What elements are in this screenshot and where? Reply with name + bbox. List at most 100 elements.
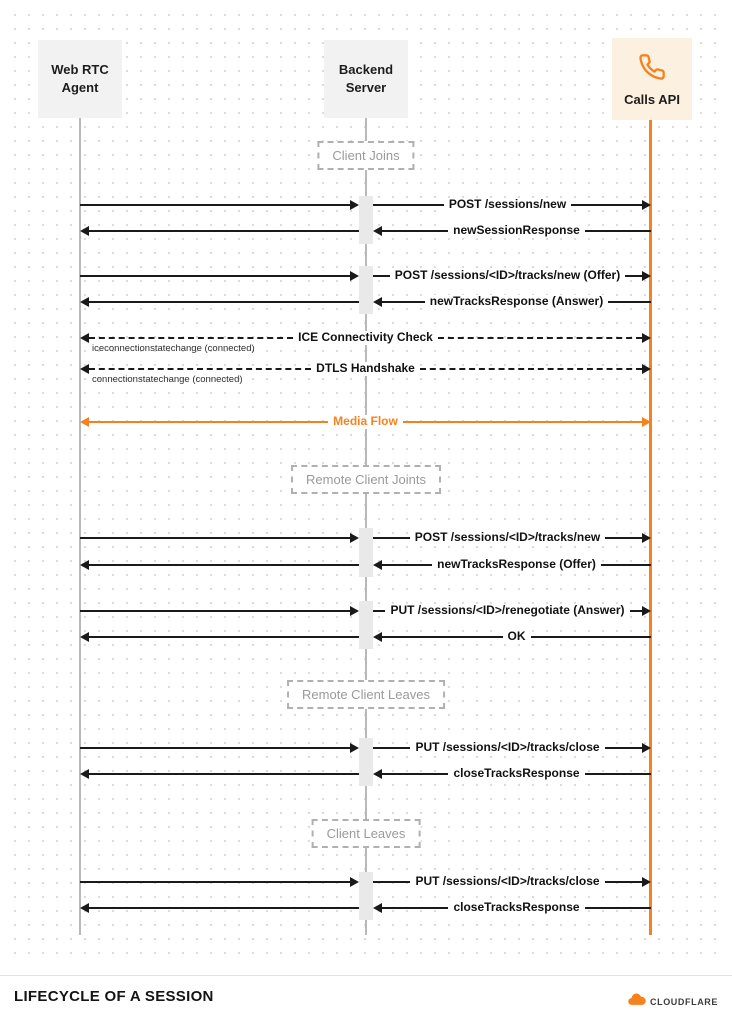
activation-bar xyxy=(359,528,373,577)
arrowhead-left-icon xyxy=(80,417,89,427)
arrow-line xyxy=(80,881,350,883)
cloudflare-logo: CLOUDFLARE xyxy=(626,993,718,1011)
arrow-segment-media: Media Flow xyxy=(80,413,652,431)
lifeline-webrtc-agent xyxy=(79,118,81,935)
actor-label: Calls API xyxy=(624,92,680,107)
arrow-line xyxy=(625,275,643,277)
message-note: connectionstatechange (connected) xyxy=(92,374,243,385)
arrow-line xyxy=(89,564,359,566)
arrow-line xyxy=(382,230,449,232)
arrowhead-right-icon xyxy=(350,606,359,616)
arrow-segment: closeTracksResponse xyxy=(373,899,652,917)
arrow-line xyxy=(80,537,350,539)
phase-client-leaves: Client Leaves xyxy=(311,819,421,848)
message-label: POST /sessions/<ID>/tracks/new xyxy=(409,531,606,545)
actor-webrtc-agent: Web RTC Agent xyxy=(38,40,122,118)
phase-remote-client-joints: Remote Client Joints xyxy=(291,465,441,494)
arrow-line xyxy=(419,368,643,370)
arrow-segment xyxy=(80,556,359,574)
message-label: newSessionResponse xyxy=(448,224,585,238)
arrowhead-left-icon xyxy=(80,364,89,374)
arrowhead-right-icon xyxy=(642,877,652,887)
arrow-line xyxy=(629,610,643,612)
arrow-line xyxy=(373,610,386,612)
activation-bar xyxy=(359,266,373,314)
cloudflare-wordmark: CLOUDFLARE xyxy=(650,997,718,1007)
arrow-line xyxy=(600,564,651,566)
arrowhead-left-icon xyxy=(373,632,382,642)
activation-bar xyxy=(359,601,373,649)
arrowhead-left-icon xyxy=(373,560,382,570)
footer-divider xyxy=(0,975,732,976)
arrow-line xyxy=(373,275,390,277)
arrow-line xyxy=(89,636,359,638)
activation-bar xyxy=(359,872,373,920)
arrow-line xyxy=(89,368,312,370)
arrow-segment: newTracksResponse (Offer) xyxy=(373,556,651,574)
activation-bar xyxy=(359,738,373,786)
message-label: POST /sessions/new xyxy=(443,198,572,212)
lifeline-backend-server xyxy=(365,118,367,935)
arrowhead-right-icon xyxy=(350,200,359,210)
arrow-segment xyxy=(80,293,359,311)
arrow-line xyxy=(382,907,449,909)
arrow-line xyxy=(584,773,652,775)
arrow-segment xyxy=(80,899,359,917)
arrowhead-right-icon xyxy=(642,533,652,543)
arrow-segment: DTLS Handshake xyxy=(80,360,652,378)
arrow-segment: newTracksResponse (Answer) xyxy=(373,293,651,311)
arrow-segment xyxy=(80,602,359,620)
arrow-line xyxy=(89,230,359,232)
arrow-segment xyxy=(80,628,359,646)
page-title: LIFECYCLE OF A SESSION xyxy=(14,988,214,1005)
arrow-segment: OK xyxy=(373,628,651,646)
arrow-line xyxy=(382,564,433,566)
message-note: iceconnectionstatechange (connected) xyxy=(92,343,255,354)
arrow-line xyxy=(80,610,350,612)
arrow-segment: PUT /sessions/<ID>/renegotiate (Answer) xyxy=(373,602,652,620)
arrowhead-right-icon xyxy=(642,417,652,427)
phase-label: Client Leaves xyxy=(326,826,406,841)
arrow-line xyxy=(382,301,425,303)
arrowhead-left-icon xyxy=(80,297,89,307)
arrowhead-left-icon xyxy=(373,226,382,236)
arrow-line xyxy=(608,301,651,303)
arrowhead-right-icon xyxy=(642,271,652,281)
arrow-line xyxy=(530,636,651,638)
phase-remote-client-leaves: Remote Client Leaves xyxy=(287,680,445,709)
arrow-segment: newSessionResponse xyxy=(373,222,651,240)
arrowhead-left-icon xyxy=(80,226,89,236)
arrow-line xyxy=(89,337,294,339)
arrow-line xyxy=(80,747,350,749)
actor-backend-server: Backend Server xyxy=(324,40,408,118)
actor-label: Backend Server xyxy=(338,62,394,95)
arrowhead-left-icon xyxy=(373,769,382,779)
arrowhead-left-icon xyxy=(80,769,89,779)
message-label: PUT /sessions/<ID>/renegotiate (Answer) xyxy=(385,604,630,618)
arrow-line xyxy=(605,537,643,539)
arrow-line xyxy=(89,421,329,423)
lifeline-calls-api xyxy=(649,120,652,935)
activation-bar xyxy=(359,196,373,244)
message-label: ICE Connectivity Check xyxy=(293,331,438,345)
arrow-segment xyxy=(80,765,359,783)
arrow-segment xyxy=(80,222,359,240)
arrow-line xyxy=(604,747,643,749)
arrowhead-right-icon xyxy=(350,533,359,543)
arrow-segment xyxy=(80,873,359,891)
arrowhead-left-icon xyxy=(80,632,89,642)
phase-label: Remote Client Joints xyxy=(306,472,426,487)
arrowhead-right-icon xyxy=(350,271,359,281)
arrow-segment xyxy=(80,739,359,757)
arrow-segment: PUT /sessions/<ID>/tracks/close xyxy=(373,739,652,757)
arrowhead-right-icon xyxy=(642,364,652,374)
arrow-line xyxy=(89,773,359,775)
message-label: Media Flow xyxy=(328,415,403,429)
arrow-line xyxy=(80,204,350,206)
phase-label: Client Joins xyxy=(332,148,400,163)
message-label: closeTracksResponse xyxy=(448,767,585,781)
arrowhead-right-icon xyxy=(642,606,652,616)
arrow-line xyxy=(382,636,503,638)
arrow-line xyxy=(373,537,410,539)
arrow-segment xyxy=(80,529,359,547)
